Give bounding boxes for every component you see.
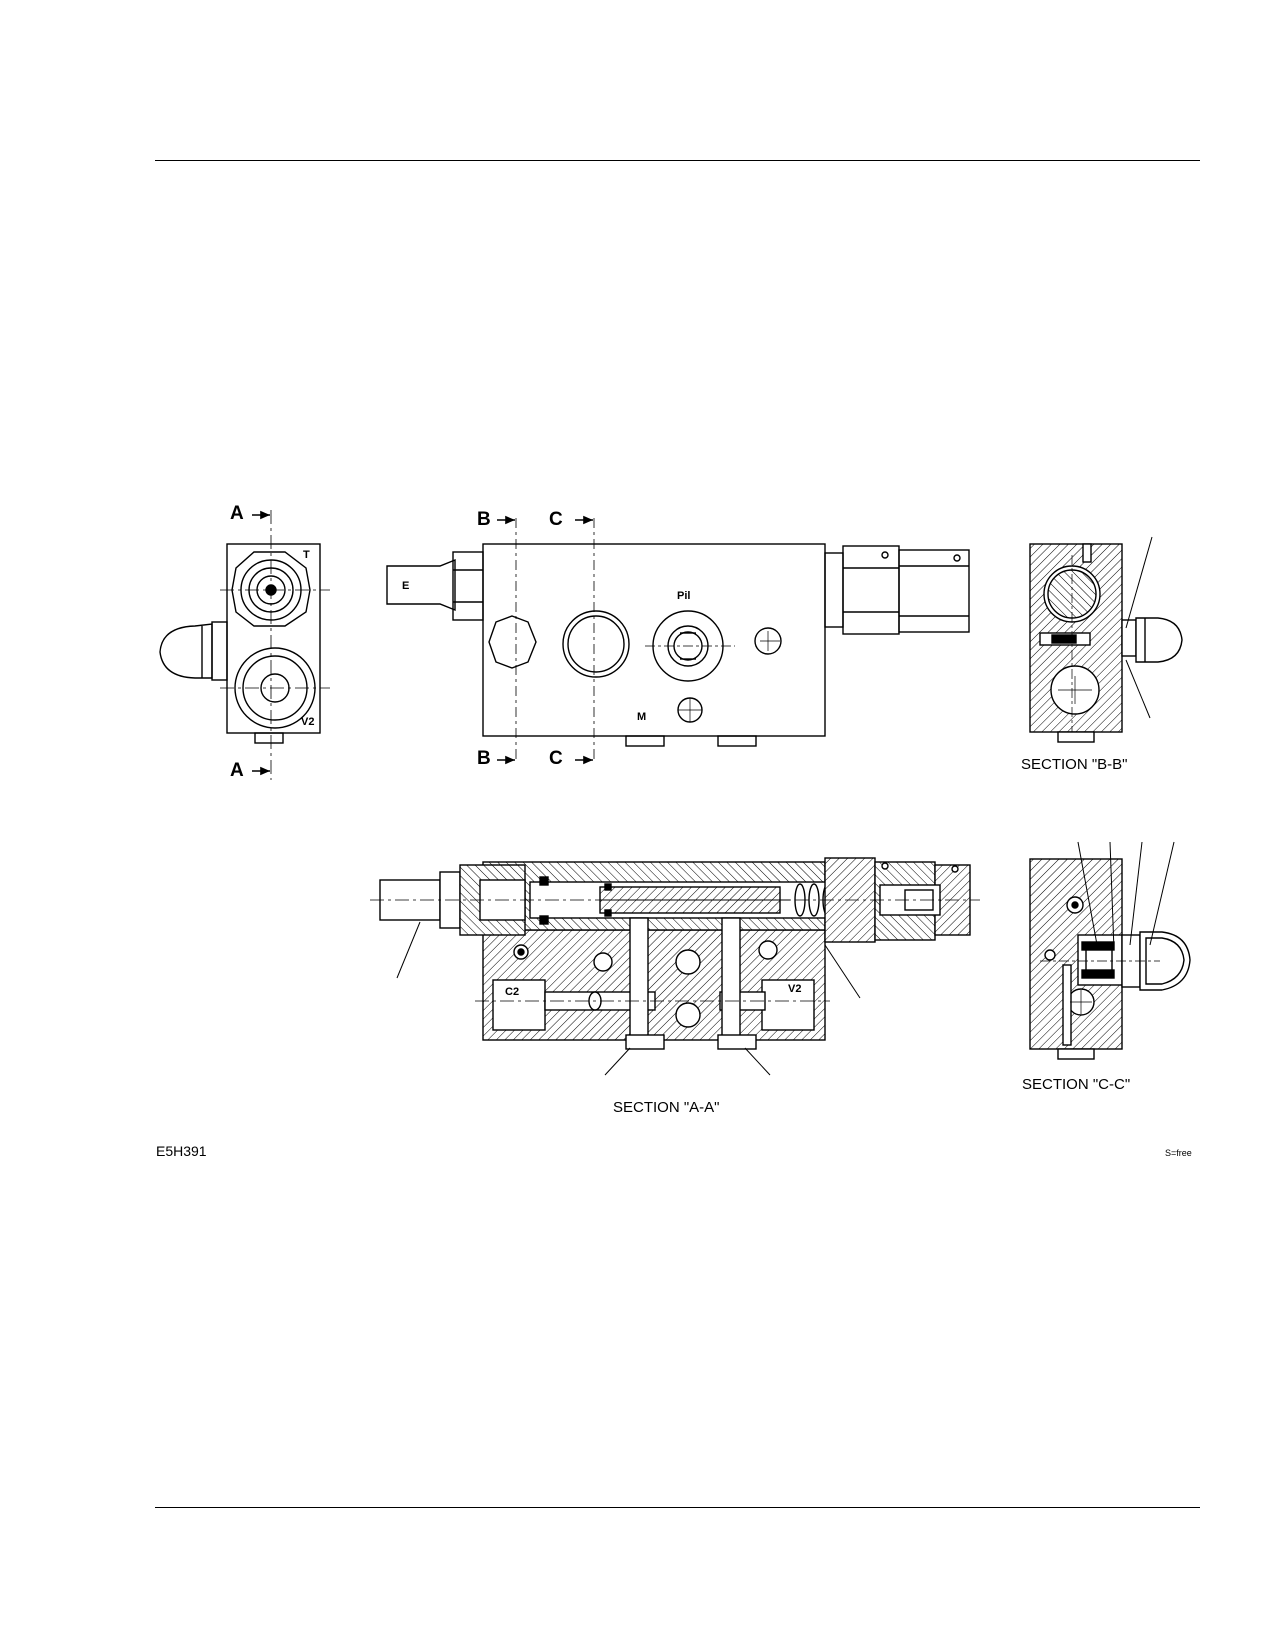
section-c-label-bottom: C — [549, 748, 563, 769]
section-a-label-bottom: A — [230, 760, 244, 781]
section-bb-caption: SECTION "B-B" — [1021, 756, 1128, 773]
port-m-label: M — [637, 711, 647, 723]
section-cc-view — [1029, 841, 1191, 1060]
section-b-label-bottom: B — [477, 748, 491, 769]
port-v2-label-end-view: V2 — [301, 716, 315, 728]
section-c-label-top: C — [549, 509, 563, 530]
figure-code: E5H391 — [156, 1143, 207, 1159]
port-pil-label: Pil — [677, 590, 691, 602]
section-a-label-top: A — [230, 503, 244, 524]
port-t-label: T — [303, 549, 310, 561]
section-cc-caption: SECTION "C-C" — [1022, 1076, 1131, 1093]
top-rule — [155, 160, 1200, 161]
section-aa-view — [370, 857, 980, 1076]
port-v2-label-section-aa: V2 — [788, 983, 802, 995]
section-aa-caption: SECTION "A-A" — [613, 1099, 720, 1116]
end-view — [159, 510, 330, 780]
bottom-rule — [155, 1507, 1200, 1508]
port-c2-label: C2 — [505, 986, 520, 998]
section-bb-view — [1029, 536, 1183, 743]
port-e-label: E — [402, 580, 410, 592]
scale-note: S=free — [1165, 1148, 1192, 1158]
section-b-label-top: B — [477, 509, 491, 530]
front-view — [386, 515, 970, 765]
